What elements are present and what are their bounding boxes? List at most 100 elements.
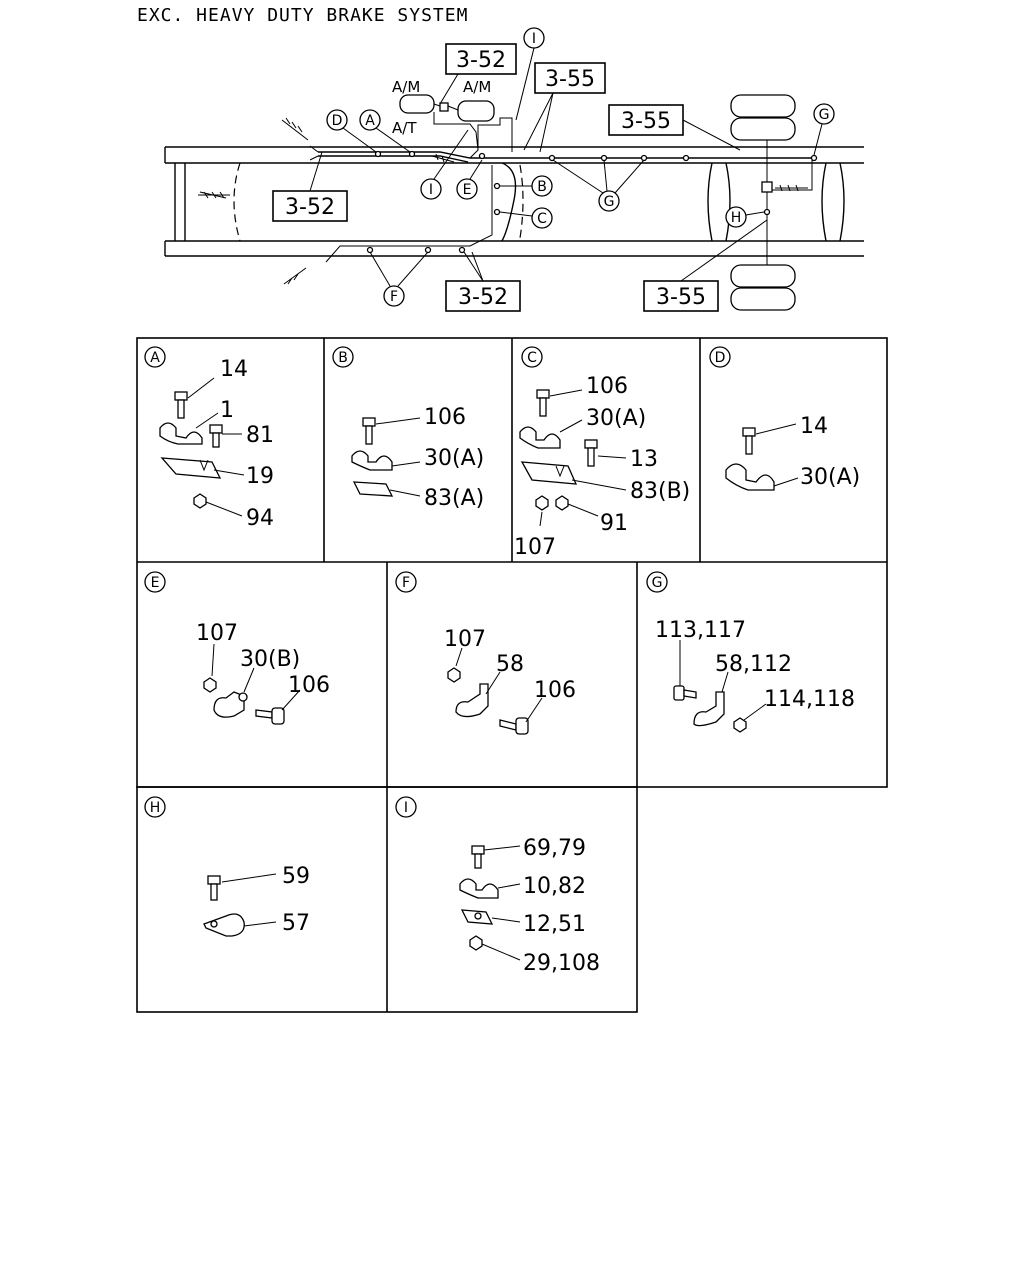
- callout-letter: B: [537, 179, 547, 195]
- callout-letter: I: [429, 182, 433, 198]
- callout-letter: H: [731, 210, 742, 226]
- plate-icon: [520, 461, 578, 485]
- overview-labels: A/M A/M A/T: [392, 78, 491, 137]
- brake-lines: [281, 112, 818, 285]
- ref-box-label: 3-55: [621, 109, 671, 134]
- clamp-icon: [351, 450, 393, 471]
- bolt-icon: [471, 845, 485, 869]
- part-number: 83(A): [424, 486, 484, 511]
- part-number: 114,118: [764, 687, 855, 712]
- clamp-icon: [725, 463, 775, 491]
- part-number: 13: [630, 447, 658, 472]
- callout-letter: G: [819, 107, 830, 123]
- overview-label: A/M: [392, 78, 420, 96]
- panel-g: G 113,117 58,112 114,118: [646, 571, 855, 733]
- callout-letter: E: [463, 182, 472, 198]
- part-number: 81: [246, 423, 274, 448]
- ref-box-label: 3-55: [545, 67, 595, 92]
- ref-box: [608, 104, 684, 136]
- panel-letter: B: [338, 350, 348, 366]
- part-number: 30(B): [240, 647, 300, 672]
- bracket-icon: [455, 683, 489, 718]
- bracket-icon: [693, 691, 725, 727]
- part-number: 14: [220, 357, 248, 382]
- clamp-icon: [459, 878, 499, 899]
- part-number: 57: [282, 911, 310, 936]
- part-number: 10,82: [523, 874, 586, 899]
- ref-box: [272, 190, 348, 222]
- panel-letter: E: [151, 575, 160, 591]
- part-number: 14: [800, 414, 828, 439]
- bolt-icon: [209, 424, 223, 448]
- panel-letter: G: [652, 575, 663, 591]
- part-number: 91: [600, 511, 628, 536]
- bolt-icon: [673, 685, 697, 701]
- plate-icon: [160, 457, 222, 479]
- panel-letter: I: [404, 800, 408, 816]
- bolt-icon: [499, 717, 529, 735]
- panel-letter: C: [527, 350, 537, 366]
- part-number: 29,108: [523, 951, 600, 976]
- panel-letter: H: [150, 800, 161, 816]
- bolt-icon: [207, 875, 221, 901]
- nut-icon: [555, 495, 569, 511]
- part-number: 106: [534, 678, 576, 703]
- nut-icon: [535, 495, 549, 511]
- brake-chambers: [399, 94, 495, 122]
- bolt-icon: [536, 389, 550, 417]
- callout-letter: G: [604, 194, 615, 210]
- bolt-icon: [742, 427, 756, 455]
- ref-box-label: 3-52: [285, 195, 335, 220]
- detail-grid: [136, 337, 888, 1013]
- part-number: 107: [514, 535, 556, 560]
- nut-icon: [203, 677, 217, 693]
- panel-a: A 14 1 81 19 94: [144, 346, 274, 531]
- part-number: 58,112: [715, 652, 792, 677]
- nut-icon: [193, 493, 207, 509]
- ref-box-label: 3-52: [458, 285, 508, 310]
- panel-e: E 107 30(B) 106: [144, 571, 330, 725]
- diagram-title: EXC. HEAVY DUTY BRAKE SYSTEM: [137, 5, 468, 26]
- rear-tires: [730, 94, 796, 311]
- nut-icon: [447, 667, 461, 683]
- part-number: 106: [586, 374, 628, 399]
- panel-i: I 69,79 10,82 12,51 29,108: [395, 796, 600, 976]
- overview-label: A/T: [392, 119, 417, 137]
- overview-callouts: I D A I E B C G G H F: [326, 27, 835, 307]
- clamp-icon: [203, 913, 245, 937]
- callout-letter: A: [365, 113, 375, 129]
- part-number: 107: [444, 627, 486, 652]
- ref-box-label: 3-52: [456, 48, 506, 73]
- panel-c: C 106 30(A) 13 83(B) 91 107: [514, 346, 690, 560]
- part-number: 30(A): [424, 446, 484, 471]
- part-number: 19: [246, 464, 274, 489]
- ref-box: [445, 280, 521, 312]
- callout-letter: C: [537, 211, 547, 227]
- bolt-icon: [362, 417, 376, 445]
- part-number: 83(B): [630, 479, 690, 504]
- part-number: 113,117: [655, 618, 746, 643]
- panel-f: F 107 58 106: [395, 571, 576, 735]
- part-number: 59: [282, 864, 310, 889]
- bolt-icon: [174, 391, 188, 419]
- part-number: 1: [220, 398, 234, 423]
- part-number: 106: [424, 405, 466, 430]
- clamp-icon: [519, 426, 561, 449]
- callout-letter: D: [332, 113, 343, 129]
- part-number: 58: [496, 652, 524, 677]
- panel-letter: D: [715, 350, 726, 366]
- bolt-icon: [584, 439, 598, 467]
- nut-icon: [733, 717, 747, 733]
- part-number: 69,79: [523, 836, 586, 861]
- chassis-frame: [164, 146, 864, 257]
- bolt-icon: [255, 707, 285, 725]
- overview-label: A/M: [463, 78, 491, 96]
- part-number: 107: [196, 621, 238, 646]
- ref-box: [643, 280, 719, 312]
- panel-d: D 14 30(A): [709, 346, 860, 491]
- panel-letter: A: [150, 350, 160, 366]
- panel-letter: F: [402, 575, 410, 591]
- part-number: 106: [288, 673, 330, 698]
- clamp-icon: [159, 422, 203, 445]
